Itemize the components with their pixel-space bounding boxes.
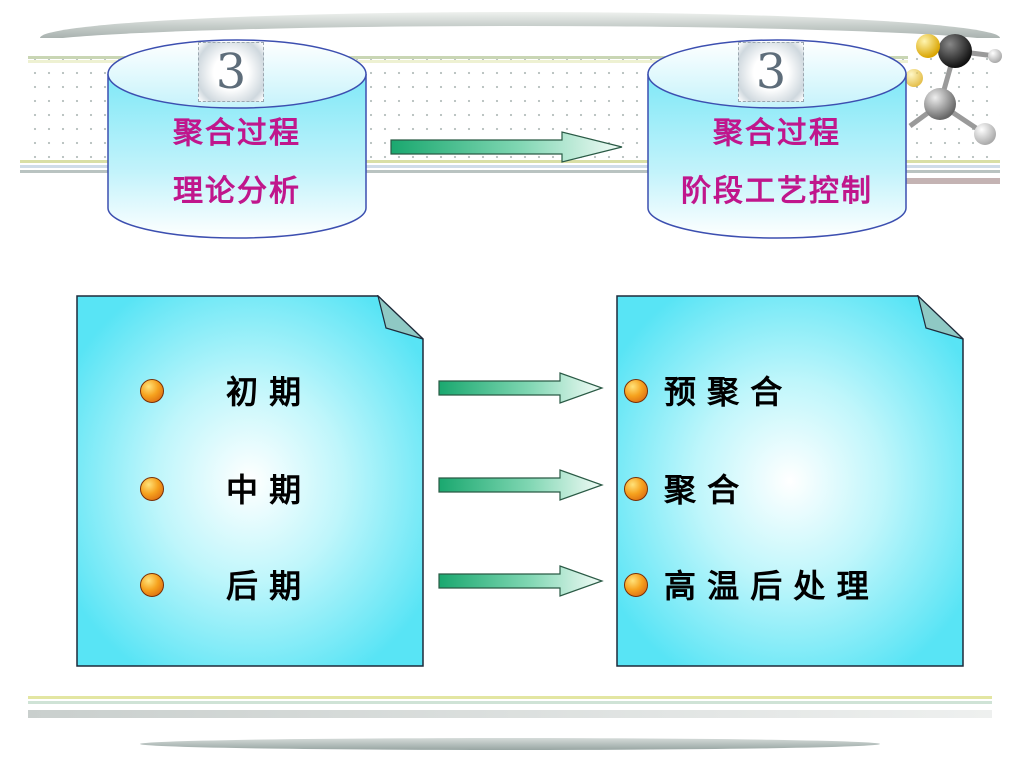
cylinder-theory-analysis: 3 聚合过程 理论分析 — [106, 36, 368, 239]
cylinder-title-line2: 阶段工艺控制 — [681, 174, 873, 209]
header-rule-lower-yellow — [20, 160, 1000, 163]
molecule-icon — [905, 34, 1002, 145]
header-rule-lower-blue — [20, 165, 1000, 168]
arrow-right-icon — [438, 565, 604, 597]
bullet-icon — [140, 379, 164, 403]
bullet-icon — [140, 477, 164, 501]
cylinder-shape — [107, 39, 367, 239]
cylinder-title-line1: 聚合过程 — [713, 116, 841, 151]
note-shape — [616, 295, 964, 667]
cylinder-stage-process-control: 3 聚合过程 阶段工艺控制 — [646, 36, 908, 239]
bullet-icon — [140, 573, 164, 597]
stage-item: 中 期 — [226, 471, 302, 509]
arrow-right-icon — [438, 469, 604, 501]
bullet-icon — [624, 379, 648, 403]
process-item: 预 聚 合 — [664, 373, 783, 411]
footer-rule-green — [28, 701, 992, 704]
footer-rule-yellow — [28, 696, 992, 699]
bullet-icon — [624, 477, 648, 501]
cylinder-title-line1: 聚合过程 — [173, 116, 301, 151]
header-rule-green — [28, 56, 908, 59]
process-item: 高 温 后 处 理 — [664, 567, 869, 605]
header-rule-yellow — [28, 60, 908, 63]
cylinder-title-line2: 理论分析 — [173, 174, 301, 209]
header-rule-accent — [880, 178, 1000, 184]
note-box-stages: 初 期 中 期 后 期 — [76, 295, 424, 667]
header-rule-lower-gray — [20, 170, 1000, 173]
arrow-right-icon — [390, 131, 623, 163]
process-item: 聚 合 — [664, 471, 740, 509]
stage-item: 初 期 — [226, 373, 302, 411]
cylinder-number-badge: 3 — [738, 42, 804, 102]
arrow-right-icon — [438, 372, 604, 404]
footer-rule-gray — [28, 710, 992, 718]
cylinder-number-badge: 3 — [198, 42, 264, 102]
bullet-icon — [624, 573, 648, 597]
stage-item: 后 期 — [226, 567, 302, 605]
note-box-processes: 预 聚 合 聚 合 高 温 后 处 理 — [616, 295, 964, 667]
bottom-decorative-swoosh — [140, 738, 880, 750]
